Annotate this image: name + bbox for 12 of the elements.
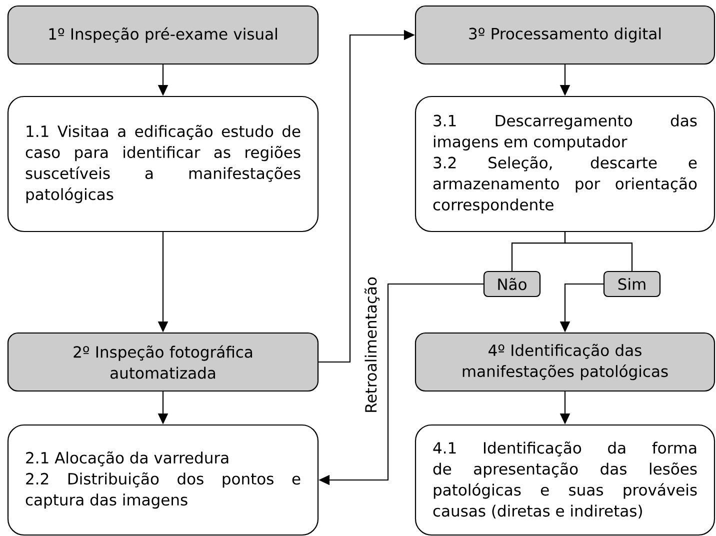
step-box: 2º Inspeção fotográfica automatizada xyxy=(7,332,319,392)
choice-box: Sim xyxy=(603,270,661,298)
edge-label: Retroalimentação xyxy=(364,276,381,414)
description-box: 2.1 Alocação da varredura 2.2 Distribuição dos pontos e captura das imagens xyxy=(7,424,319,536)
step-box: 4º Identificação das manifestações patológicas xyxy=(414,332,716,392)
step-box: 3º Processamento digital xyxy=(414,5,716,65)
description-box: 3.1 Descarregamento das imagens em computador 3.2 Seleção, descarte e armazenamento por orientação correspondente xyxy=(414,96,716,232)
description-box: 1.1 Visitaa a edificação estudo de caso para identificar as regiões suscetíveis a manifestações patológicas xyxy=(7,96,319,232)
step-box: 1º Inspeção pré-exame visual xyxy=(7,5,319,65)
choice-box: Não xyxy=(483,270,541,298)
description-box: 4.1 Identificação da forma de apresentação das lesões patológicas e suas prováveis causas (diretas e indiretas) xyxy=(414,424,716,536)
connector-line xyxy=(564,232,633,271)
